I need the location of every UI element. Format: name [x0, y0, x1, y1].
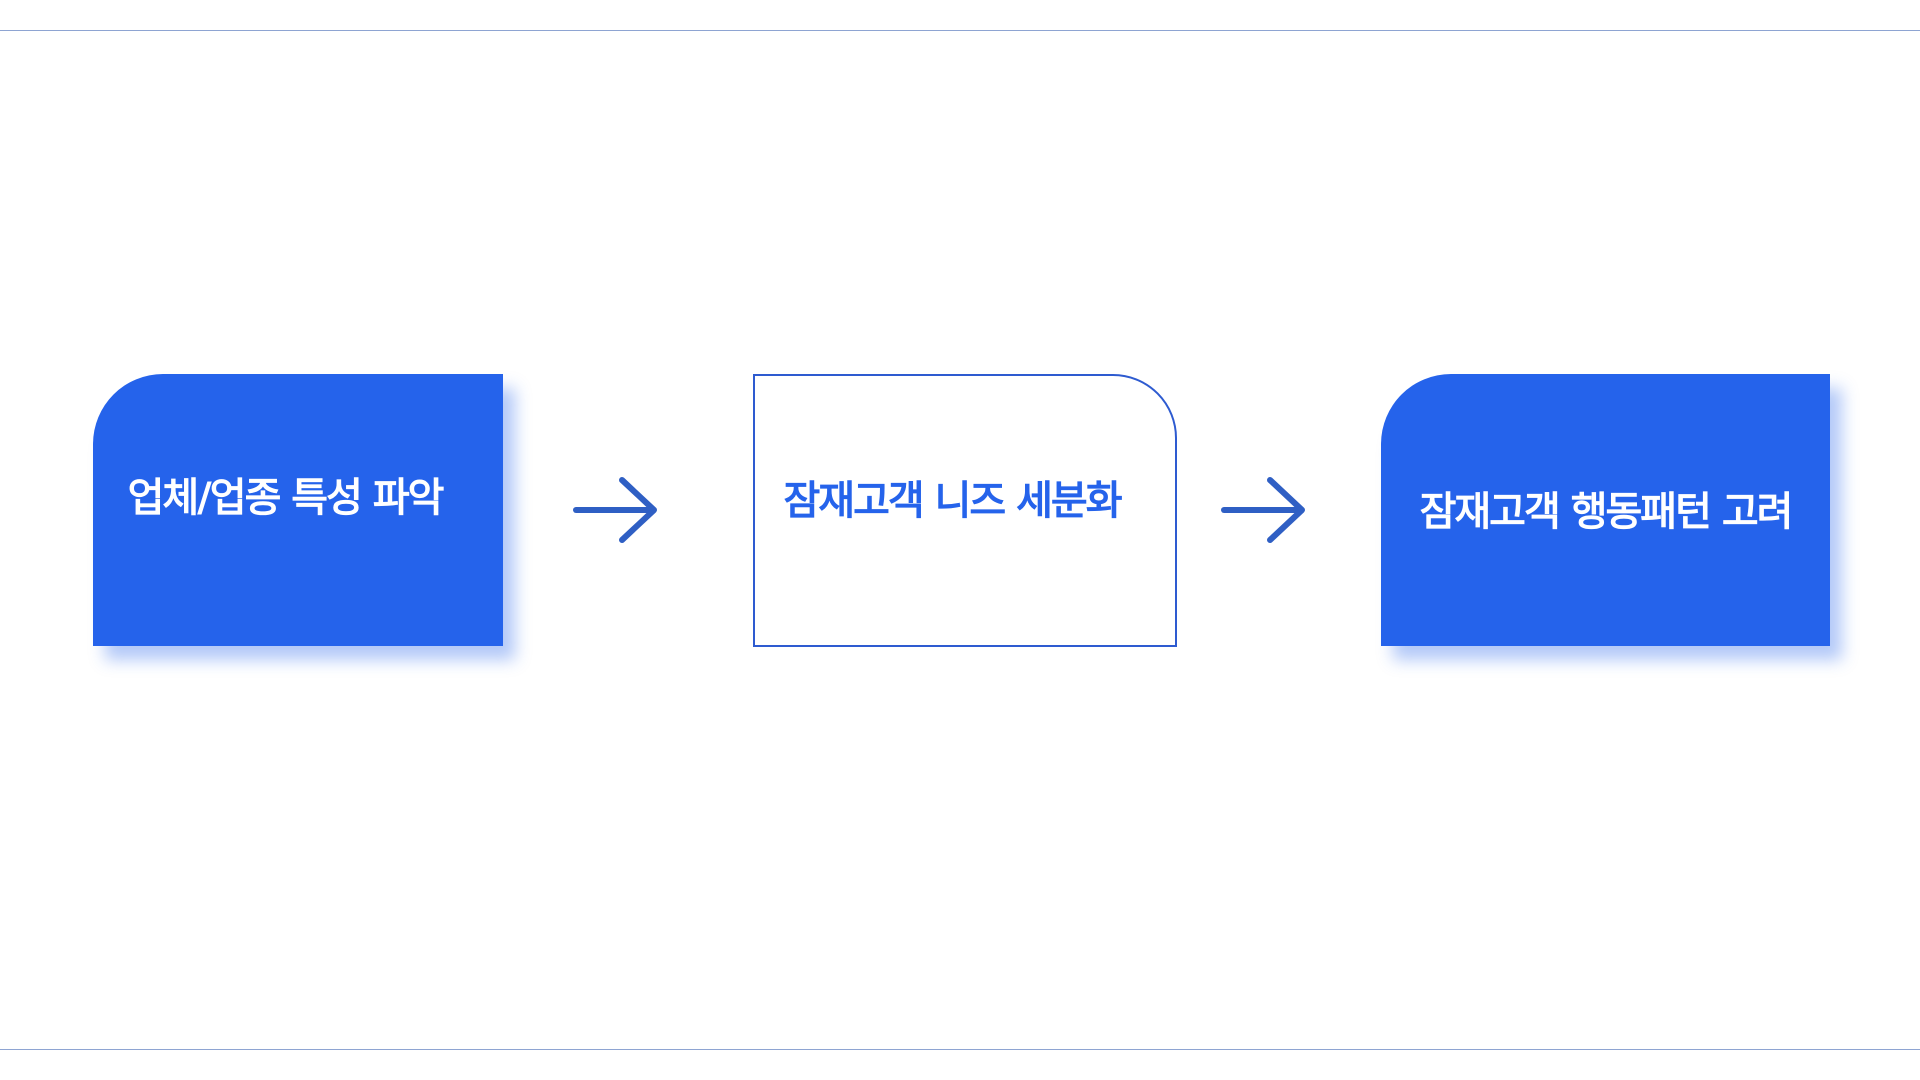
step-label-3: 잠재고객 행동패턴 고려: [1419, 489, 1794, 535]
step-label-1: 업체/업종 특성 파악: [127, 475, 445, 521]
bottom-divider: [0, 1049, 1920, 1050]
arrow-right-icon: [573, 477, 657, 543]
step-label-2: 잠재고객 니즈 세분화: [783, 477, 1122, 524]
top-divider: [0, 30, 1920, 31]
step-box-2: 잠재고객 니즈 세분화: [753, 374, 1177, 647]
step-box-1: 업체/업종 특성 파악: [93, 374, 503, 646]
step-box-3: 잠재고객 행동패턴 고려: [1381, 374, 1830, 646]
arrow-right-icon: [1221, 477, 1305, 543]
